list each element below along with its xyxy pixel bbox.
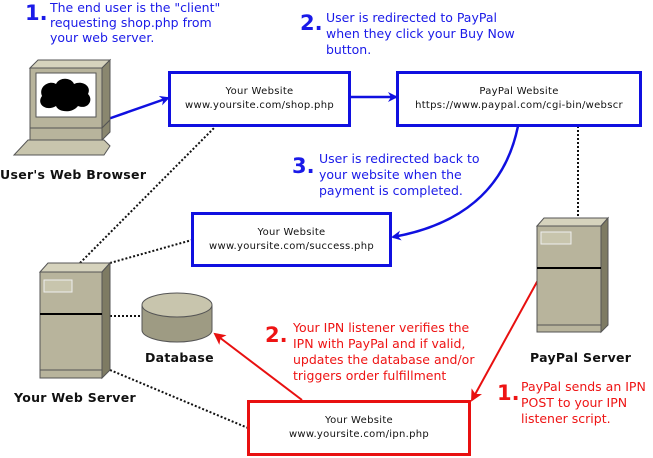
success-box-title: Your Website <box>257 226 326 238</box>
step-number: 3. <box>292 154 315 178</box>
shop-box-title: Your Website <box>225 86 294 97</box>
link-server-success <box>109 239 193 264</box>
arrow-paypal-to-success <box>391 125 520 241</box>
web-server-icon <box>38 261 112 380</box>
arrow-ipn-to-database <box>213 332 303 401</box>
database-label: Database <box>145 350 214 365</box>
paypal-server-icon <box>535 216 610 334</box>
arrow-paypal-server-to-ipn <box>471 279 539 402</box>
paypal-box-title: PayPal Website <box>479 86 559 97</box>
computer-icon <box>12 58 112 156</box>
step-number: 1. <box>497 381 520 405</box>
arrow-browser-to-shop <box>107 95 170 121</box>
step-number: 1. <box>25 1 48 25</box>
shop-box-url: www.yoursite.com/shop.php <box>185 100 334 111</box>
success-box-url: www.yoursite.com/success.php <box>209 240 374 252</box>
step-number: 2. <box>265 323 288 347</box>
step-number: 2. <box>300 11 323 35</box>
web-server-label: Your Web Server <box>14 390 136 405</box>
browser-label: User's Web Browser <box>0 167 147 182</box>
paypal-server-label: PayPal Server <box>530 350 632 365</box>
paypal-website-box: PayPal Website https://www.paypal.com/cg… <box>396 71 642 127</box>
paypal-box-url: https://www.paypal.com/cgi-bin/webscr <box>415 100 623 111</box>
link-server-ipn <box>109 369 249 429</box>
ipn-box-url: www.yoursite.com/ipn.php <box>288 429 430 440</box>
ipn-website-box: Your Website www.yoursite.com/ipn.php <box>247 400 471 456</box>
database-icon <box>141 292 213 343</box>
success-website-box: Your Website www.yoursite.com/success.ph… <box>191 212 392 267</box>
shop-website-box: Your Website www.yoursite.com/shop.php <box>168 71 351 127</box>
ipn-box-title: Your Website <box>325 415 393 426</box>
